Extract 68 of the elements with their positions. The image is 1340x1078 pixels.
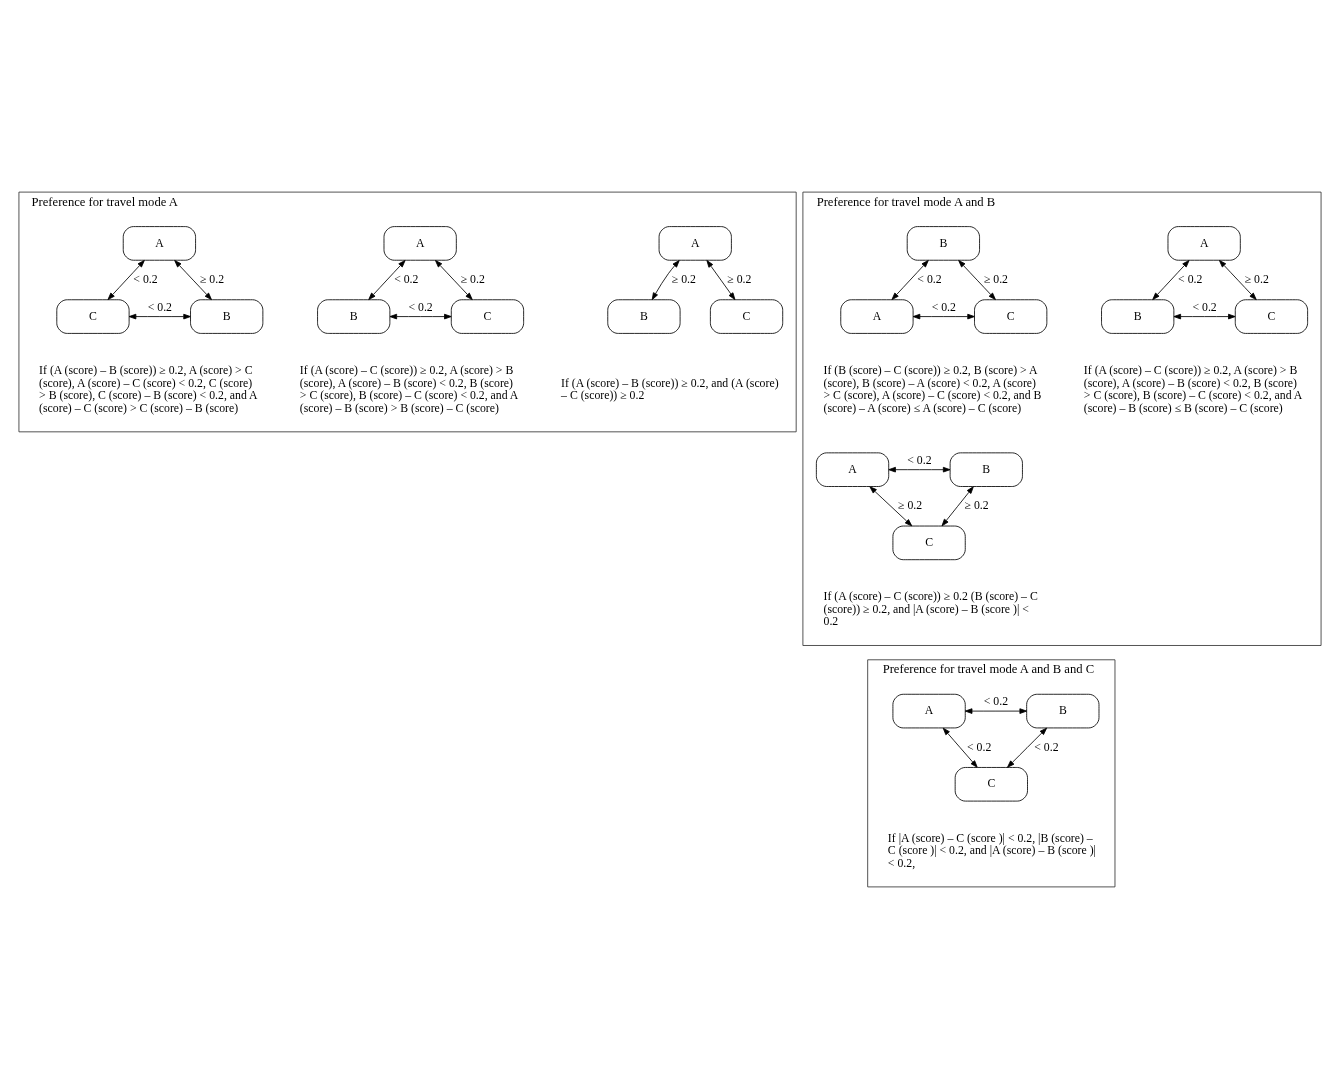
label: If (A (score) – B (score)) ≥ 0.2, A (score) > C (score), A (score) – C (score) < 0.2, C (score) > B (score), C (score) – B (score) < 0.2, and A (score) – C (score) > C (score) – B (score) [39,363,258,415]
node-box: B [607,298,681,334]
arrow [107,259,145,300]
node-box: B [1101,298,1175,334]
edge-label: ≥ 0.2 [671,272,696,286]
edge-label: < 0.2 [394,272,419,286]
node-box: A [1167,225,1241,261]
edge-label: ≥ 0.2 [1244,272,1269,286]
arrow [912,313,975,319]
node-box: A [815,451,890,487]
edge-label: < 0.2 [907,453,932,467]
edge-label: < 0.2 [966,740,992,754]
label: If (A (score) – C (score)) ≥ 0.2 (B (score) – C (score)) ≥ 0.2, and |A (score) – B (score )| < 0.2 [823,589,1038,628]
label: If (A (score) – C (score)) ≥ 0.2, A (score) > B (score), A (score) – B (score) < 0.2, B (score) > C (score), B (score) – C (score) < 0.2, and A (score) – B (score) > B (score) – C (score) [299,363,519,415]
arrow [941,485,974,526]
node-box: C [56,298,130,334]
edge-label: < 0.2 [931,300,956,314]
arrow [1007,727,1047,768]
arrow [964,707,1028,714]
node-box: C [709,298,784,334]
edge-label: < 0.2 [147,300,172,314]
node-box: B [190,298,264,334]
arrow [958,259,996,300]
edge-label: < 0.2 [1034,740,1059,754]
node-box: B [906,225,980,261]
edge-label: < 0.2 [1178,272,1203,286]
node-box: B [949,451,1023,487]
arrow [128,313,191,319]
edge-label: < 0.2 [133,272,158,286]
node-box: C [974,298,1048,334]
arrow [368,259,406,300]
edge-label: < 0.2 [983,694,1009,708]
edge-label: ≥ 0.2 [727,272,752,286]
label: If (B (score) – C (score)) ≥ 0.2, B (score) > A (score), B (score) – A (score) < 0.2, A (score) > C (score), A (score) – C (score) < 0.2, and B (score) – A (score) ≤ A (score) – C (score) [823,363,1042,415]
node-box: A [892,693,966,728]
edge-label: < 0.2 [1192,300,1217,314]
arrow [1152,259,1190,300]
node-box: A [840,298,914,334]
label: If (A (score) – C (score)) ≥ 0.2, A (score) > B (score), A (score) – B (score) < 0.2, B (score) > C (score), B (score) – C (score) < 0.2, and A (score) – B (score) ≤ B (score) – C (score) [1083,363,1303,415]
label: If |A (score) – C (score )| < 0.2, |B (score) – C (score )| < 0.2, and |A (score) – B (score )| < 0.2, [887,831,1096,870]
node-box: C [450,298,525,334]
node-box: B [1026,693,1100,728]
node-box: A [383,225,457,261]
arrow [1173,313,1236,319]
edge-label: ≥ 0.2 [964,498,989,512]
edge-label: ≥ 0.2 [199,272,225,286]
label: If (A (score) – B (score)) ≥ 0.2, and (A (score) – C (score)) ≥ 0.2 [561,376,779,402]
node-box: C [1234,298,1309,334]
arrow [891,259,929,300]
arrow [389,313,452,319]
arrow [651,259,680,300]
edge-label: < 0.2 [917,272,942,286]
node-box: A [122,225,196,261]
node-box: C [954,766,1028,802]
edge-label: ≥ 0.2 [898,498,923,512]
edge-label: ≥ 0.2 [460,272,485,286]
node-box: A [658,225,732,261]
arrow [1219,259,1257,300]
arrow [869,485,913,526]
arrow [435,259,473,300]
arrow [706,259,736,300]
node-box: C [892,525,966,560]
arrow [942,727,978,768]
edge-label: < 0.2 [408,300,433,314]
arrow [888,466,951,472]
edge-label: ≥ 0.2 [983,272,1009,286]
node-box: B [317,298,391,334]
arrow [174,259,212,300]
